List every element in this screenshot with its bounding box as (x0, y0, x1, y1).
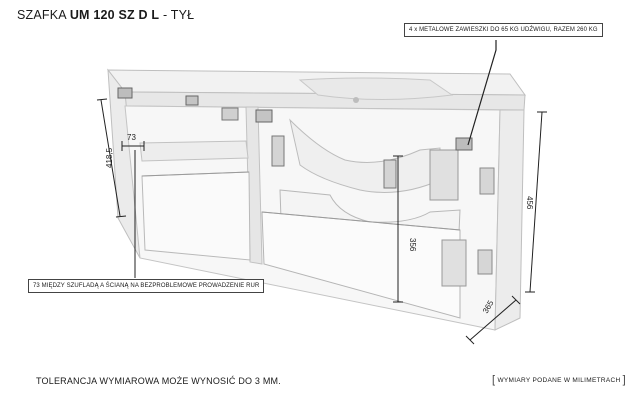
right-drawer-edge (261, 211, 461, 231)
dim-456-label: 456 (525, 196, 534, 210)
drawer-gap-callout: 73 MIĘDZY SZUFLADĄ A ŚCIANĄ NA BEZPROBLE… (28, 279, 265, 293)
title-suffix: - TYŁ (162, 8, 195, 22)
bracket-open-icon: [ (492, 374, 496, 386)
hanger-4-icon (455, 137, 473, 151)
title-model: UM 120 SZ D L (69, 8, 160, 22)
page-title: SZAFKA UM 120 SZ D L - TYŁ (17, 8, 194, 22)
sink-basin (298, 77, 454, 100)
callout-top-leader (467, 40, 497, 146)
units-note-text: WYMIARY PODANE W MILIMETRACH (497, 377, 621, 384)
right-hinge-top (479, 167, 495, 195)
runner-top (429, 149, 459, 201)
dim-365 (465, 295, 521, 345)
hangers-callout: 4 x METALOWE ZAWIESZKI DO 65 KG UDŹWIGU,… (404, 23, 603, 37)
bracket-close-icon: ] (622, 374, 626, 386)
hanger-3-icon (255, 109, 273, 123)
dim-418-5-label: 418,5 (105, 147, 114, 168)
dim-456 (525, 111, 547, 293)
bracket-left-icon (221, 107, 239, 121)
runner-bottom (441, 239, 467, 287)
right-hinge-bottom (477, 249, 493, 275)
hanger-1-icon (117, 87, 133, 99)
right-side-panel (494, 109, 525, 331)
drain-hole (353, 97, 359, 103)
hanger-2-icon (185, 95, 199, 106)
bracket-right-icon (383, 159, 397, 189)
tolerance-note: TOLERANCJA WYMIAROWA MOŻE WYNOSIĆ DO 3 M… (36, 376, 281, 386)
dim-73 (121, 141, 145, 151)
dim-73-label: 73 (127, 133, 136, 142)
dim-418-5 (96, 98, 127, 218)
left-shelf (139, 140, 249, 162)
left-drawer (141, 171, 251, 261)
left-drawer-edge (141, 171, 250, 177)
dim-356-label: 356 (408, 238, 417, 252)
dim-356 (393, 155, 403, 303)
title-prefix: SZAFKA (17, 8, 67, 22)
units-note: [ WYMIARY PODANE W MILIMETRACH ] (492, 374, 626, 386)
bracket-mid-icon (271, 135, 285, 167)
